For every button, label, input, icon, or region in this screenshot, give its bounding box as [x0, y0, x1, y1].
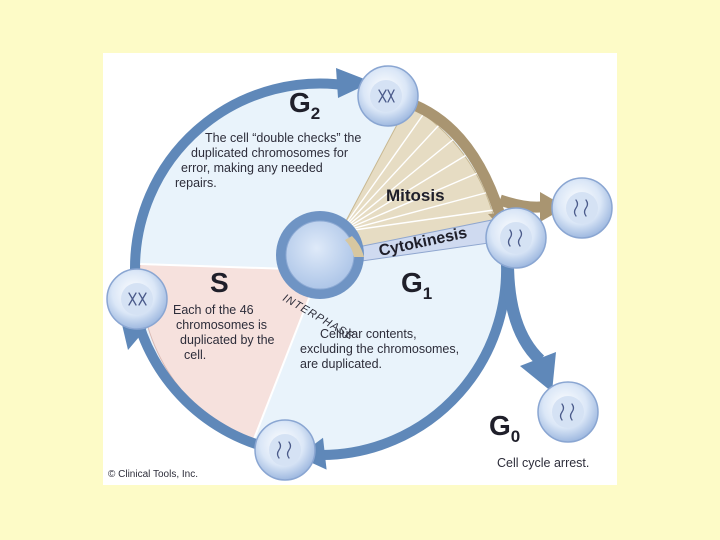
ring-arrowhead-top	[336, 68, 372, 98]
s-description: Each of the 46 chromosomes is duplicated…	[173, 303, 278, 362]
cell-g1-right	[485, 207, 547, 269]
g2-description: The cell “double checks” the duplicated …	[175, 131, 365, 190]
cell-s-left	[106, 268, 168, 330]
s-label: S	[210, 267, 229, 298]
g1-description: Cellular contents, excluding the chromos…	[300, 327, 463, 371]
interphase-nucleus	[285, 220, 355, 290]
cell-bottom	[254, 419, 316, 481]
g0-label: G0	[489, 410, 520, 446]
copyright: © Clinical Tools, Inc.	[108, 469, 198, 480]
cell-daughter	[551, 177, 613, 239]
mitosis-fan-lines	[339, 111, 495, 233]
cell-g2-top	[357, 65, 419, 127]
cell-g0	[537, 381, 599, 443]
g0-description: Cell cycle arrest.	[497, 456, 589, 470]
g0-arrow	[502, 261, 545, 365]
mitosis-label: Mitosis	[386, 186, 445, 205]
g1-label: G1	[401, 267, 432, 303]
g2-label: G2	[289, 87, 320, 123]
